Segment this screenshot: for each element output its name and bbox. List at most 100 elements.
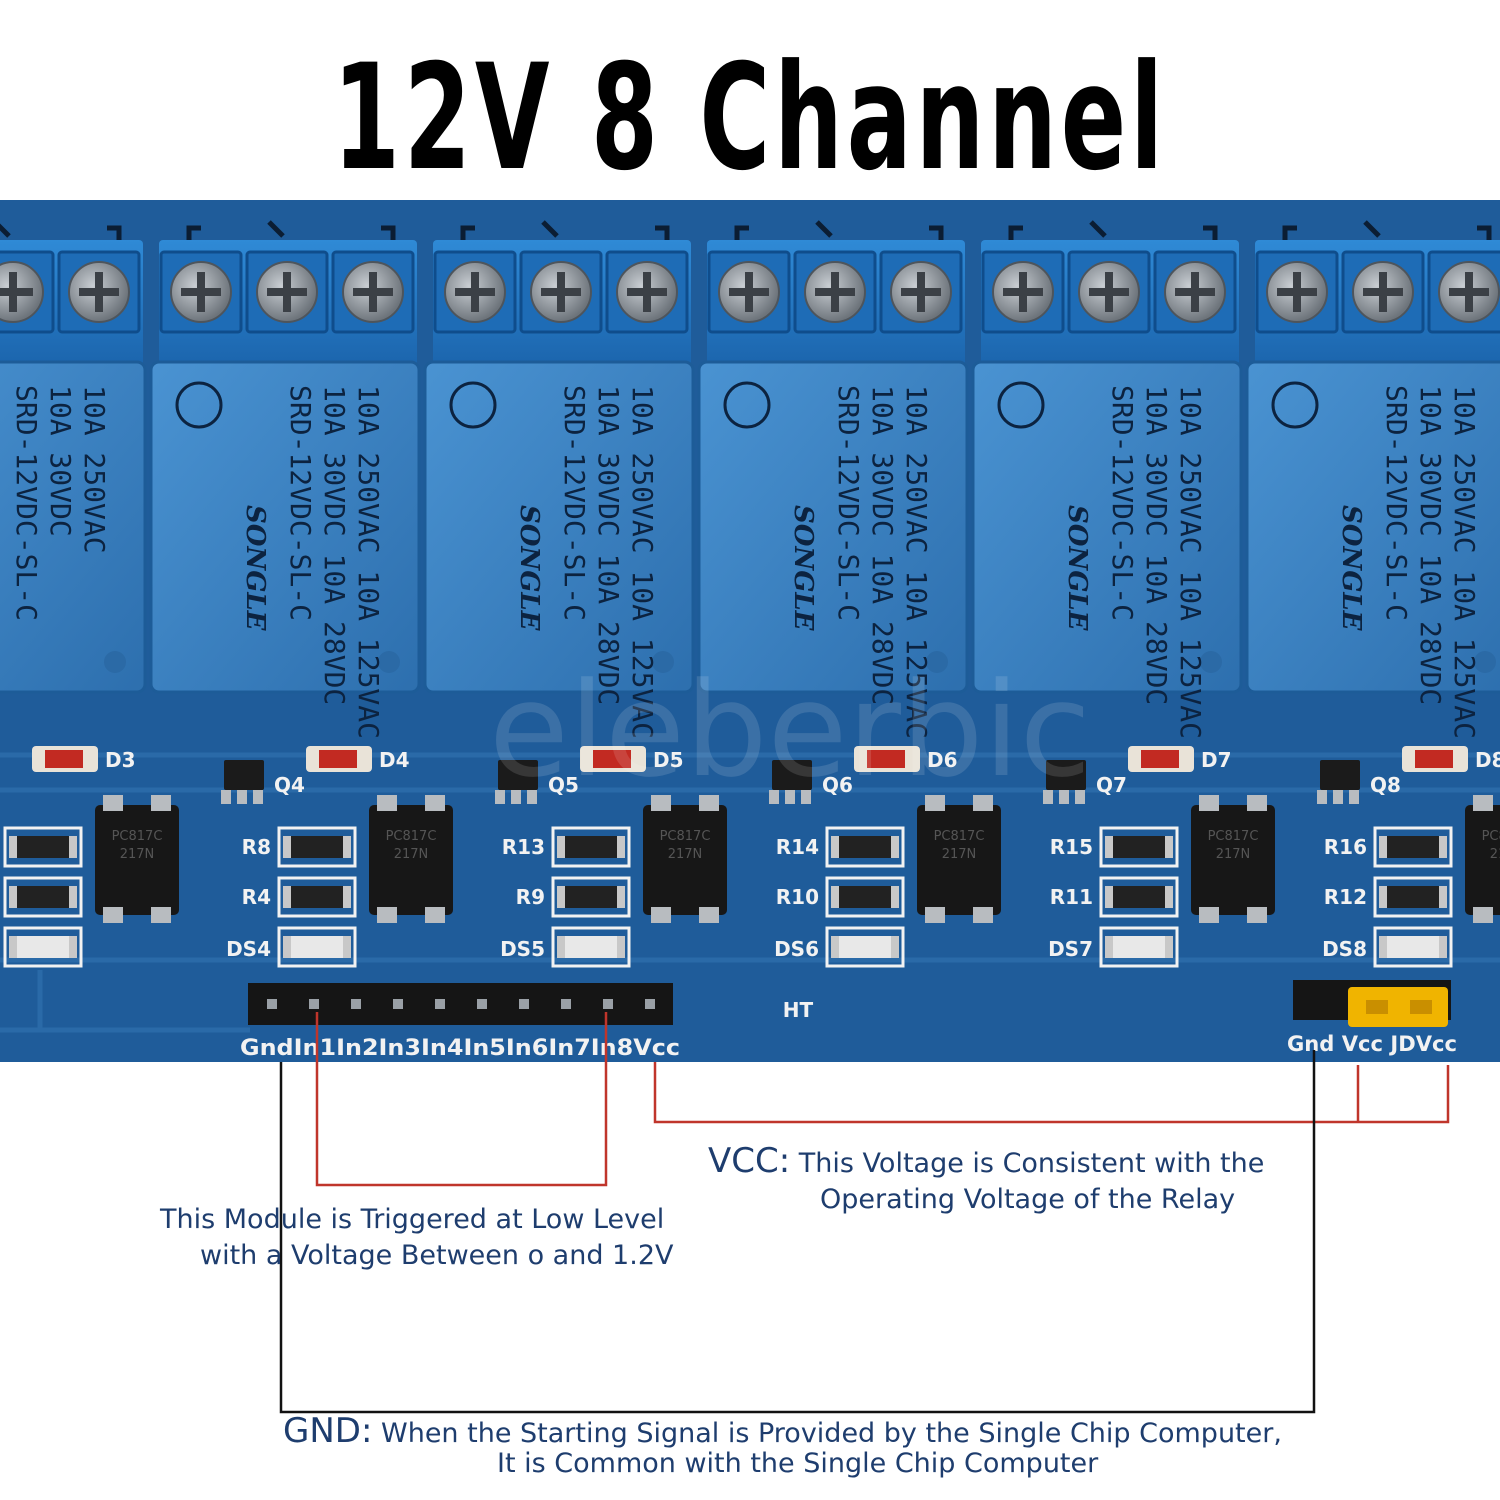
cqc-logo-icon <box>997 381 1045 429</box>
header-pin <box>435 999 445 1009</box>
header-pin <box>309 999 319 1009</box>
relay-spec-text: SRD-12VDC-SL-C <box>10 385 43 621</box>
power-header: Gnd Vcc JDVcc <box>1287 980 1457 1056</box>
transistor-label: Q6 <box>822 773 853 797</box>
screw-terminal <box>707 220 965 368</box>
relay-spec-text: SRD-12VDC-SL-C <box>284 385 317 621</box>
resistor-label: R12 <box>1324 885 1367 909</box>
trigger-note: This Module is Triggered at Low Level wi… <box>160 1202 673 1274</box>
screw-terminal <box>981 220 1239 368</box>
svg-text:PC817C: PC817C <box>112 829 163 844</box>
transistor <box>1320 760 1360 790</box>
header-marking: HT <box>783 998 814 1022</box>
cqc-logo-icon <box>175 381 223 429</box>
relay-brand-text: SONGLE <box>788 505 818 632</box>
relay-spec-text: SRD-12VDC-SL-C <box>558 385 591 621</box>
relay-spec-text: 10A 30VDC 10A 28VDC <box>592 385 625 705</box>
relay-spec-text: 10A 30VDC <box>44 385 77 537</box>
svg-text:217N: 217N <box>668 847 703 862</box>
vcc-note-heading: VCC: <box>708 1141 791 1181</box>
resistor-label: R11 <box>1050 885 1093 909</box>
relay-spec-text: 10A 250VAC 10A 125VAC <box>352 385 385 739</box>
status-led-label: DS8 <box>1322 937 1367 961</box>
relay-spec-text: 10A 250VAC 10A 125VAC <box>626 385 659 739</box>
svg-text:PC817C: PC817C <box>1208 829 1259 844</box>
transistor-label: Q4 <box>274 773 305 797</box>
diode-label: D8 <box>1475 748 1500 772</box>
status-led-label: DS7 <box>1048 937 1093 961</box>
header-pin <box>351 999 361 1009</box>
input-header: GndIn1In2In3In4In5In6In7In8Vcc <box>240 983 680 1061</box>
header-pin <box>645 999 655 1009</box>
svg-text:PC817C: PC817C <box>934 829 985 844</box>
svg-text:PC817C: PC817C <box>386 829 437 844</box>
watermark: eleberbic <box>489 654 1091 806</box>
status-led-label: DS4 <box>226 937 271 961</box>
diode-label: D5 <box>653 748 684 772</box>
optocoupler: PC817C 217N <box>369 795 453 923</box>
resistor-label: R9 <box>516 885 545 909</box>
diode-label: D6 <box>927 748 958 772</box>
relay-brand-text: SONGLE <box>1336 505 1366 632</box>
diode-label: D3 <box>105 748 136 772</box>
svg-text:217N: 217N <box>1216 847 1251 862</box>
gnd-note-heading: GND: <box>283 1411 373 1451</box>
header-pin <box>477 999 487 1009</box>
transistor <box>498 760 538 790</box>
resistor-label: R8 <box>242 835 271 859</box>
vcc-note: VCC: This Voltage is Consistent with the… <box>708 1143 1264 1218</box>
status-led-label: DS5 <box>500 937 545 961</box>
trigger-note-line1: This Module is Triggered at Low Level <box>160 1204 665 1235</box>
resistor-label: R15 <box>1050 835 1093 859</box>
svg-text:PC817C: PC817C <box>1482 829 1500 844</box>
transistor-label: Q5 <box>548 773 579 797</box>
relay-spec-text: 10A 250VAC 10A 125VAC <box>900 385 933 739</box>
relay-brand-text: SONGLE <box>1062 505 1092 632</box>
resistor-label: R14 <box>776 835 819 859</box>
header-pin <box>267 999 277 1009</box>
relay-spec-text: SRD-12VDC-SL-C <box>1380 385 1413 621</box>
diode-label: D4 <box>379 748 410 772</box>
vcc-note-line1: This Voltage is Consistent with the <box>798 1148 1265 1179</box>
screw-terminal <box>159 220 417 368</box>
transistor <box>1046 760 1086 790</box>
relay-spec-text: SRD-12VDC-SL-C <box>832 385 865 621</box>
vcc-note-line2: Operating Voltage of the Relay <box>820 1184 1236 1215</box>
relay-spec-text: 10A 250VAC 10A 125VAC <box>1448 385 1481 739</box>
power-header-label: Gnd Vcc JDVcc <box>1287 1032 1457 1056</box>
diode-label: D7 <box>1201 748 1232 772</box>
gnd-note-line1: When the Starting Signal is Provided by … <box>381 1418 1282 1449</box>
transistor <box>224 760 264 790</box>
transistor <box>772 760 812 790</box>
optocoupler: PC817C 217N <box>95 795 179 923</box>
resistor-label: R4 <box>242 885 271 909</box>
relay-brand-text: SONGLE <box>240 505 270 632</box>
relay-spec-text: 10A 30VDC 10A 28VDC <box>866 385 899 705</box>
cqc-logo-icon <box>1271 381 1319 429</box>
relay-spec-text: 10A 30VDC 10A 28VDC <box>318 385 351 705</box>
screw-terminal <box>1255 220 1500 368</box>
screw-terminal <box>0 223 143 368</box>
status-led-label: DS6 <box>774 937 819 961</box>
svg-text:217N: 217N <box>394 847 429 862</box>
svg-text:217N: 217N <box>120 847 155 862</box>
optocoupler: PC817C 217N <box>1191 795 1275 923</box>
relay-brand-text: SONGLE <box>514 505 544 632</box>
relay-spec-text: SRD-12VDC-SL-C <box>1106 385 1139 621</box>
cqc-logo-icon <box>723 381 771 429</box>
